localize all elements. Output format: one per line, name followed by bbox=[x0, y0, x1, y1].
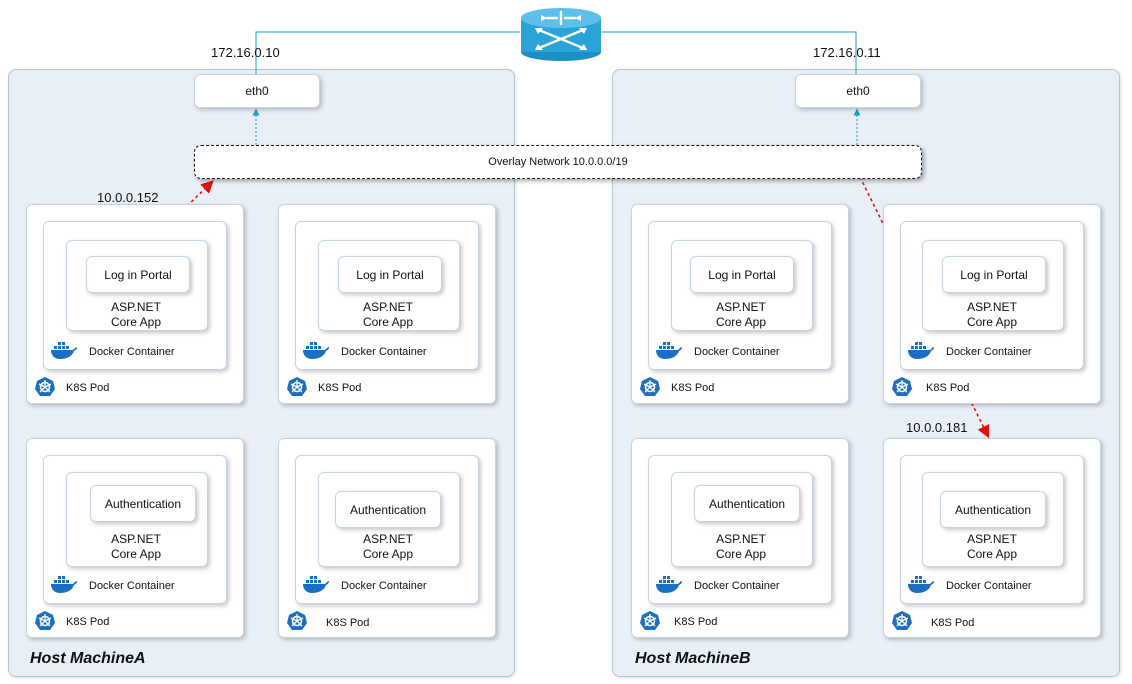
app-label-line1: ASP.NET bbox=[363, 532, 413, 546]
k8s-pod-label: K8S Pod bbox=[926, 382, 970, 394]
k8s-pod-label: K8S Pod bbox=[66, 382, 110, 394]
docker-container-label: Docker Container bbox=[89, 580, 175, 592]
docker-icon bbox=[907, 574, 935, 594]
overlay-network: Overlay Network 10.0.0.0/19 bbox=[194, 145, 922, 179]
router-link-a bbox=[255, 31, 520, 74]
app-label-line2: Core App bbox=[110, 547, 162, 561]
app-label-line1: ASP.NET bbox=[363, 300, 413, 314]
authentication-service: Authentication bbox=[335, 491, 441, 528]
app-label-line2: Core App bbox=[110, 315, 162, 329]
app-label-line2: Core App bbox=[715, 547, 767, 561]
login-portal-service: Log in Portal bbox=[942, 256, 1046, 293]
app-label-line1: ASP.NET bbox=[716, 300, 766, 314]
app-label-line2: Core App bbox=[966, 547, 1018, 561]
docker-icon bbox=[655, 340, 683, 360]
app-label-line1: ASP.NET bbox=[967, 300, 1017, 314]
k8s-pod-label: K8S Pod bbox=[66, 616, 110, 628]
docker-icon bbox=[302, 340, 330, 360]
authentication-service: Authentication bbox=[940, 491, 1046, 528]
app-label-line2: Core App bbox=[362, 547, 414, 561]
docker-container-label: Docker Container bbox=[694, 580, 780, 592]
app-label-line1: ASP.NET bbox=[967, 532, 1017, 546]
router-icon bbox=[519, 6, 603, 62]
k8s-icon bbox=[639, 376, 661, 398]
k8s-pod-label: K8S Pod bbox=[326, 617, 370, 629]
k8s-icon bbox=[34, 610, 56, 632]
app-label-line2: Core App bbox=[966, 315, 1018, 329]
host-b-ip: 172.16.0.11 bbox=[813, 45, 881, 60]
pod-ip-source: 10.0.0.152 bbox=[97, 190, 159, 205]
docker-icon bbox=[907, 340, 935, 360]
eth0-b: eth0 bbox=[795, 74, 921, 108]
docker-icon bbox=[50, 340, 78, 360]
k8s-icon bbox=[891, 376, 913, 398]
authentication-service: Authentication bbox=[90, 485, 196, 522]
pod-ip-target: 10.0.0.181 bbox=[906, 420, 968, 435]
docker-icon bbox=[302, 574, 330, 594]
docker-container-label: Docker Container bbox=[341, 346, 427, 358]
app-label-line1: ASP.NET bbox=[111, 300, 161, 314]
authentication-service: Authentication bbox=[694, 485, 800, 522]
docker-icon bbox=[655, 574, 683, 594]
router-link-b bbox=[602, 31, 857, 74]
docker-container-label: Docker Container bbox=[89, 346, 175, 358]
k8s-pod-label: K8S Pod bbox=[671, 382, 715, 394]
host-machine-b-label: Host MachineB bbox=[635, 650, 751, 667]
app-label-line1: ASP.NET bbox=[716, 532, 766, 546]
login-portal-service: Log in Portal bbox=[86, 256, 190, 293]
eth0-a: eth0 bbox=[194, 74, 320, 108]
k8s-icon bbox=[34, 376, 56, 398]
k8s-pod-label: K8S Pod bbox=[674, 616, 718, 628]
app-label-line2: Core App bbox=[715, 315, 767, 329]
docker-container-label: Docker Container bbox=[341, 580, 427, 592]
docker-icon bbox=[50, 574, 78, 594]
docker-container-label: Docker Container bbox=[946, 580, 1032, 592]
k8s-pod-label: K8S Pod bbox=[931, 617, 975, 629]
k8s-icon bbox=[639, 610, 661, 632]
k8s-icon bbox=[891, 610, 913, 632]
docker-container-label: Docker Container bbox=[694, 346, 780, 358]
k8s-pod-label: K8S Pod bbox=[318, 382, 362, 394]
app-label-line2: Core App bbox=[362, 315, 414, 329]
docker-container-label: Docker Container bbox=[946, 346, 1032, 358]
login-portal-service: Log in Portal bbox=[690, 256, 794, 293]
host-a-ip: 172.16.0.10 bbox=[211, 45, 280, 60]
k8s-icon bbox=[286, 610, 308, 632]
k8s-icon bbox=[286, 376, 308, 398]
app-label-line1: ASP.NET bbox=[111, 532, 161, 546]
login-portal-service: Log in Portal bbox=[338, 256, 442, 293]
host-machine-a-label: Host MachineA bbox=[30, 650, 146, 667]
